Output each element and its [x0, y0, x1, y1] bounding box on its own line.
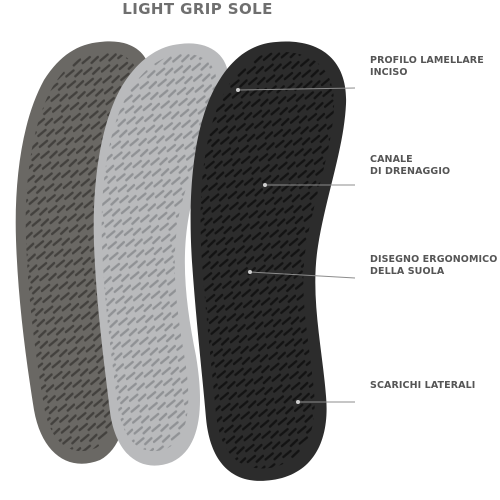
insole-black — [190, 41, 347, 481]
leader-dots — [236, 88, 300, 404]
callout-line: DISEGNO ERGONOMICO — [370, 254, 498, 265]
callout-line: PROFILO LAMELLARE — [370, 55, 484, 66]
callout-line: DELLA SUOLA — [370, 266, 445, 277]
callout-line: CANALE — [370, 154, 413, 165]
callout-canale-drenaggio: CANALE DI DRENAGGIO — [370, 154, 450, 178]
callout-disegno-ergonomico: DISEGNO ERGONOMICO DELLA SUOLA — [370, 254, 497, 278]
leader-lines — [237, 87, 356, 403]
callout-line: DI DRENAGGIO — [370, 166, 451, 177]
callout-profilo-lamellare: PROFILO LAMELLARE INCISO — [370, 55, 484, 79]
page-title: LIGHT GRIP SOLE — [122, 0, 273, 18]
callout-line: INCISO — [370, 67, 408, 78]
callout-line: SCARICHI LATERALI — [370, 380, 476, 391]
insole-light-grey — [93, 43, 229, 466]
callout-scarichi-laterali: SCARICHI LATERALI — [370, 380, 475, 392]
